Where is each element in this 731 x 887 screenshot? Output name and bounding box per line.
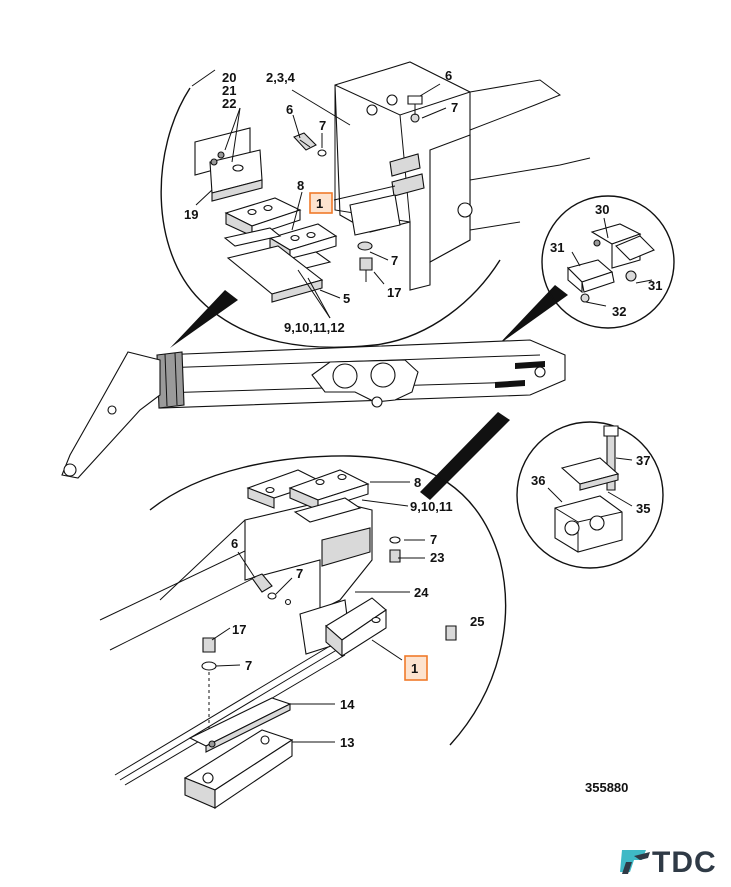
callout-7-top[interactable]: 7: [451, 100, 458, 115]
detail-35-37: [516, 421, 664, 569]
callout-2-3-4[interactable]: 2,3,4: [266, 70, 296, 85]
callout-1-bottom[interactable]: 1: [411, 661, 418, 676]
callout-19[interactable]: 19: [184, 207, 198, 222]
tdc-logo-text: TDC: [652, 846, 717, 879]
bolt-6-left: [293, 132, 327, 157]
callout-25[interactable]: 25: [470, 614, 484, 629]
detail-30-32: [541, 195, 675, 329]
callout-6-top[interactable]: 6: [445, 68, 452, 83]
callout-labels: 20 21 22 2,3,4 6 7 6 7 8 1 19 7 17 5 9,1…: [184, 68, 662, 750]
upper-bracket: [334, 61, 591, 291]
part-8-blocks: [223, 197, 338, 303]
callout-37[interactable]: 37: [636, 453, 650, 468]
pointer-wedge-top: [170, 290, 238, 348]
callout-7-bottom-right[interactable]: 7: [430, 532, 437, 547]
callout-6-left[interactable]: 6: [286, 102, 293, 117]
callout-5[interactable]: 5: [343, 291, 350, 306]
callout-31-right[interactable]: 31: [648, 278, 662, 293]
callout-1-top[interactable]: 1: [316, 196, 323, 211]
callout-24[interactable]: 24: [414, 585, 429, 600]
callout-8-top[interactable]: 8: [297, 178, 304, 193]
callout-9-10-11[interactable]: 9,10,11: [410, 499, 453, 514]
highlight-callout-1-top[interactable]: 1: [309, 192, 333, 214]
callout-20[interactable]: 20: [222, 70, 236, 85]
callout-7-bottom-mid[interactable]: 7: [296, 566, 303, 581]
tdc-logo-icon: [620, 850, 650, 874]
tdc-logo: TDC: [620, 846, 717, 879]
pointer-wedge-bottom: [420, 412, 510, 500]
part-19-plates: [194, 127, 263, 202]
callout-21[interactable]: 21: [222, 83, 236, 98]
pointer-wedge-right: [498, 285, 568, 345]
callout-8-bottom[interactable]: 8: [414, 475, 421, 490]
drawing-reference-number: 355880: [585, 780, 628, 795]
callout-7-mid[interactable]: 7: [391, 253, 398, 268]
callout-17-top[interactable]: 17: [387, 285, 401, 300]
callout-35[interactable]: 35: [636, 501, 650, 516]
main-boom: [61, 339, 566, 479]
callout-17-bottom[interactable]: 17: [232, 622, 246, 637]
bottom-detail-view: [99, 455, 507, 810]
callout-7-bottom-left[interactable]: 7: [245, 658, 252, 673]
callout-9-10-11-12[interactable]: 9,10,11,12: [284, 320, 345, 335]
callout-31-left[interactable]: 31: [550, 240, 564, 255]
callout-13[interactable]: 13: [340, 735, 354, 750]
callout-23[interactable]: 23: [430, 550, 444, 565]
callout-30[interactable]: 30: [595, 202, 609, 217]
bolt-17-top: [357, 241, 373, 282]
highlight-callout-1-bottom[interactable]: 1: [404, 655, 428, 681]
callout-22[interactable]: 22: [222, 96, 236, 111]
callout-6-bottom[interactable]: 6: [231, 536, 238, 551]
callout-32[interactable]: 32: [612, 304, 626, 319]
top-detail-view: [160, 61, 591, 349]
callout-7-left[interactable]: 7: [319, 118, 326, 133]
callout-36[interactable]: 36: [531, 473, 545, 488]
callout-14[interactable]: 14: [340, 697, 355, 712]
